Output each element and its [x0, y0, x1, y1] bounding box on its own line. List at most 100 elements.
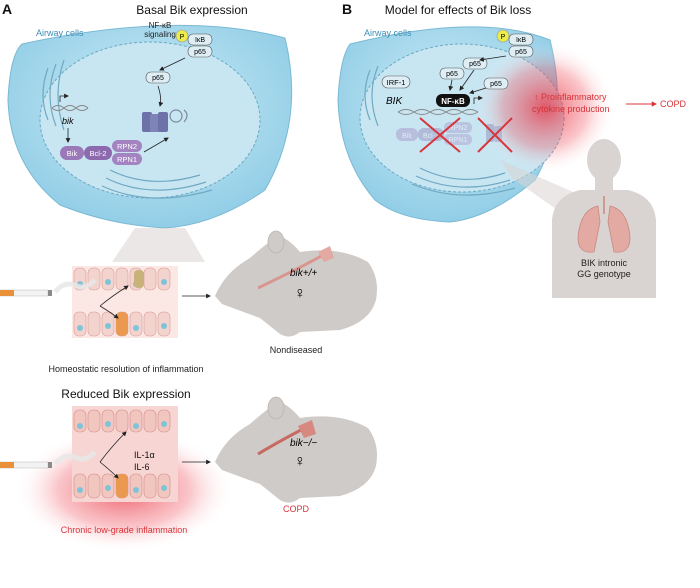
- lung-icon: [577, 196, 631, 253]
- rpn2-protein-a: [112, 140, 142, 152]
- arrow-to-proteasome-a: [157, 85, 164, 107]
- panel-reduced: Reduced Bik expression IL-1α IL-6: [0, 387, 377, 552]
- nfkb-signaling-label-1: NF-κB: [149, 21, 172, 30]
- rpn2-label-b: RPN2: [449, 125, 468, 132]
- phospho-label-a: P: [180, 34, 185, 41]
- mouse-silhouette-icon: [215, 230, 377, 337]
- rpn1-protein-a: [112, 153, 142, 165]
- outcome-a: Nondiseased: [270, 345, 323, 355]
- ikb-label-b: IκB: [516, 37, 526, 44]
- bik-gene-label-b: BIK: [386, 96, 403, 107]
- arrow-p65-b-2: [448, 79, 454, 91]
- transcription-arrow-a: [59, 93, 69, 102]
- cytokine-glow: [475, 42, 615, 174]
- phospho-marker-a: [175, 29, 189, 43]
- female-symbol-reduced: ♀: [294, 453, 306, 470]
- p65-box-a-mid: [145, 71, 171, 84]
- phospho-marker-b: [496, 29, 510, 43]
- cigarette-icon: [0, 289, 52, 297]
- nfkb-label: NF-κB: [441, 97, 465, 106]
- arrow-complex-to-proteasome-a: [143, 137, 169, 153]
- airway-epithelium-a: [72, 266, 178, 338]
- female-symbol-a: ♀: [294, 285, 306, 302]
- arrow-tissue-down-reduced: [99, 461, 119, 479]
- outcome-b: COPD: [660, 99, 687, 109]
- effect-label-1: ↑ Proinflammatory: [534, 92, 607, 102]
- bcl2-label-a: Bcl-2: [89, 149, 106, 158]
- nfkb-signaling-label-2: signaling: [144, 30, 176, 39]
- bik-protein-label-b: Bik: [402, 133, 412, 140]
- nfkb-box: [436, 94, 470, 107]
- inflamed-cell-a: [116, 312, 128, 336]
- cell-label-b: Airway cells: [364, 28, 412, 38]
- p65-label-b-2: p65: [469, 61, 481, 68]
- genotype-label-2: GG genotype: [577, 269, 631, 279]
- ikb-label-a: IκB: [195, 37, 205, 44]
- arrow-tissue-down-a: [99, 305, 119, 319]
- x-mark-icon: [419, 117, 461, 153]
- mouse-genotype-a: bik+/+: [290, 268, 317, 279]
- p65-box-b-4: [483, 77, 509, 90]
- goblet-cell-a: [134, 270, 144, 288]
- p65-label-a-top: p65: [194, 49, 206, 56]
- outcome-reduced: COPD: [283, 504, 310, 514]
- arrow-p65-b-4: [469, 87, 487, 95]
- p65-box-b-1: [508, 45, 534, 58]
- p65-box-a-top: [187, 45, 213, 58]
- smoke-reduced: [53, 450, 97, 466]
- dna-icon: [397, 109, 479, 115]
- ikb-box-a: [187, 33, 213, 46]
- bik-protein-a: [60, 146, 84, 160]
- human-silhouette-icon: [552, 139, 656, 298]
- p65-label-a-mid: p65: [152, 75, 164, 82]
- panel-b-letter: B: [342, 1, 352, 17]
- arrow-tissue-up-a: [99, 285, 129, 307]
- panel-a-letter: A: [2, 1, 12, 17]
- phospho-label-b: P: [501, 34, 506, 41]
- genotype-label-1: BIK intronic: [581, 258, 628, 268]
- inflamed-cell-reduced: [116, 474, 128, 498]
- p65-label-b-3: p65: [446, 71, 458, 78]
- p65-label-b-1: p65: [515, 49, 527, 56]
- proteasome-icon: [142, 109, 188, 132]
- caption-a: Homeostatic resolution of inflammation: [48, 364, 203, 374]
- dna-icon: [51, 105, 89, 111]
- irf1-box: [381, 75, 411, 89]
- caption-reduced: Chronic low-grade inflammation: [61, 525, 188, 535]
- rpn2-label-a: RPN2: [117, 142, 137, 151]
- arrow-p65-b-1: [479, 55, 507, 62]
- er-membranes-b: [364, 65, 516, 196]
- il6-label: IL-6: [134, 462, 150, 472]
- bik-gene-label-a: bik: [62, 116, 74, 126]
- panel-b: B Model for effects of Bik loss Airway c…: [337, 1, 687, 298]
- rpn1-label-a: RPN1: [117, 155, 137, 164]
- smoke-a: [53, 278, 97, 294]
- zoom-wedge-a: [112, 228, 205, 262]
- bcl2-protein-a: [84, 146, 112, 160]
- arrow-p65-b-3: [459, 69, 475, 91]
- il1a-label: IL-1α: [134, 450, 155, 460]
- rpn1-label-b: RPN1: [449, 137, 468, 144]
- x-mark-icon: [477, 117, 513, 153]
- bcl2-label-b: Bcl-2: [423, 133, 439, 140]
- airway-epithelium-reduced: [72, 406, 178, 502]
- mouse-silhouette-icon: [215, 396, 377, 503]
- effect-label-2: cytokine production: [532, 104, 610, 114]
- er-membranes-a: [42, 59, 213, 199]
- panel-b-title: Model for effects of Bik loss: [385, 3, 532, 17]
- arrow-tissue-up-reduced: [99, 431, 127, 463]
- arrow-p65-release-a: [159, 57, 186, 71]
- ikb-box-b: [508, 33, 534, 46]
- p65-box-b-3: [439, 67, 465, 80]
- p65-label-b-4: p65: [490, 81, 502, 88]
- bik-protein-label-a: Bik: [67, 149, 78, 158]
- panel-reduced-title: Reduced Bik expression: [61, 387, 190, 401]
- transcription-arrow-b: [473, 95, 483, 104]
- cell-label-a: Airway cells: [36, 28, 84, 38]
- panel-a-title: Basal Bik expression: [136, 3, 247, 17]
- mouse-genotype-reduced: bik−/−: [290, 438, 317, 449]
- irf1-label: IRF-1: [387, 78, 406, 87]
- panel-a: A Basal Bik expression Airway cells NF-κ…: [0, 1, 377, 374]
- cigarette-icon: [0, 461, 52, 469]
